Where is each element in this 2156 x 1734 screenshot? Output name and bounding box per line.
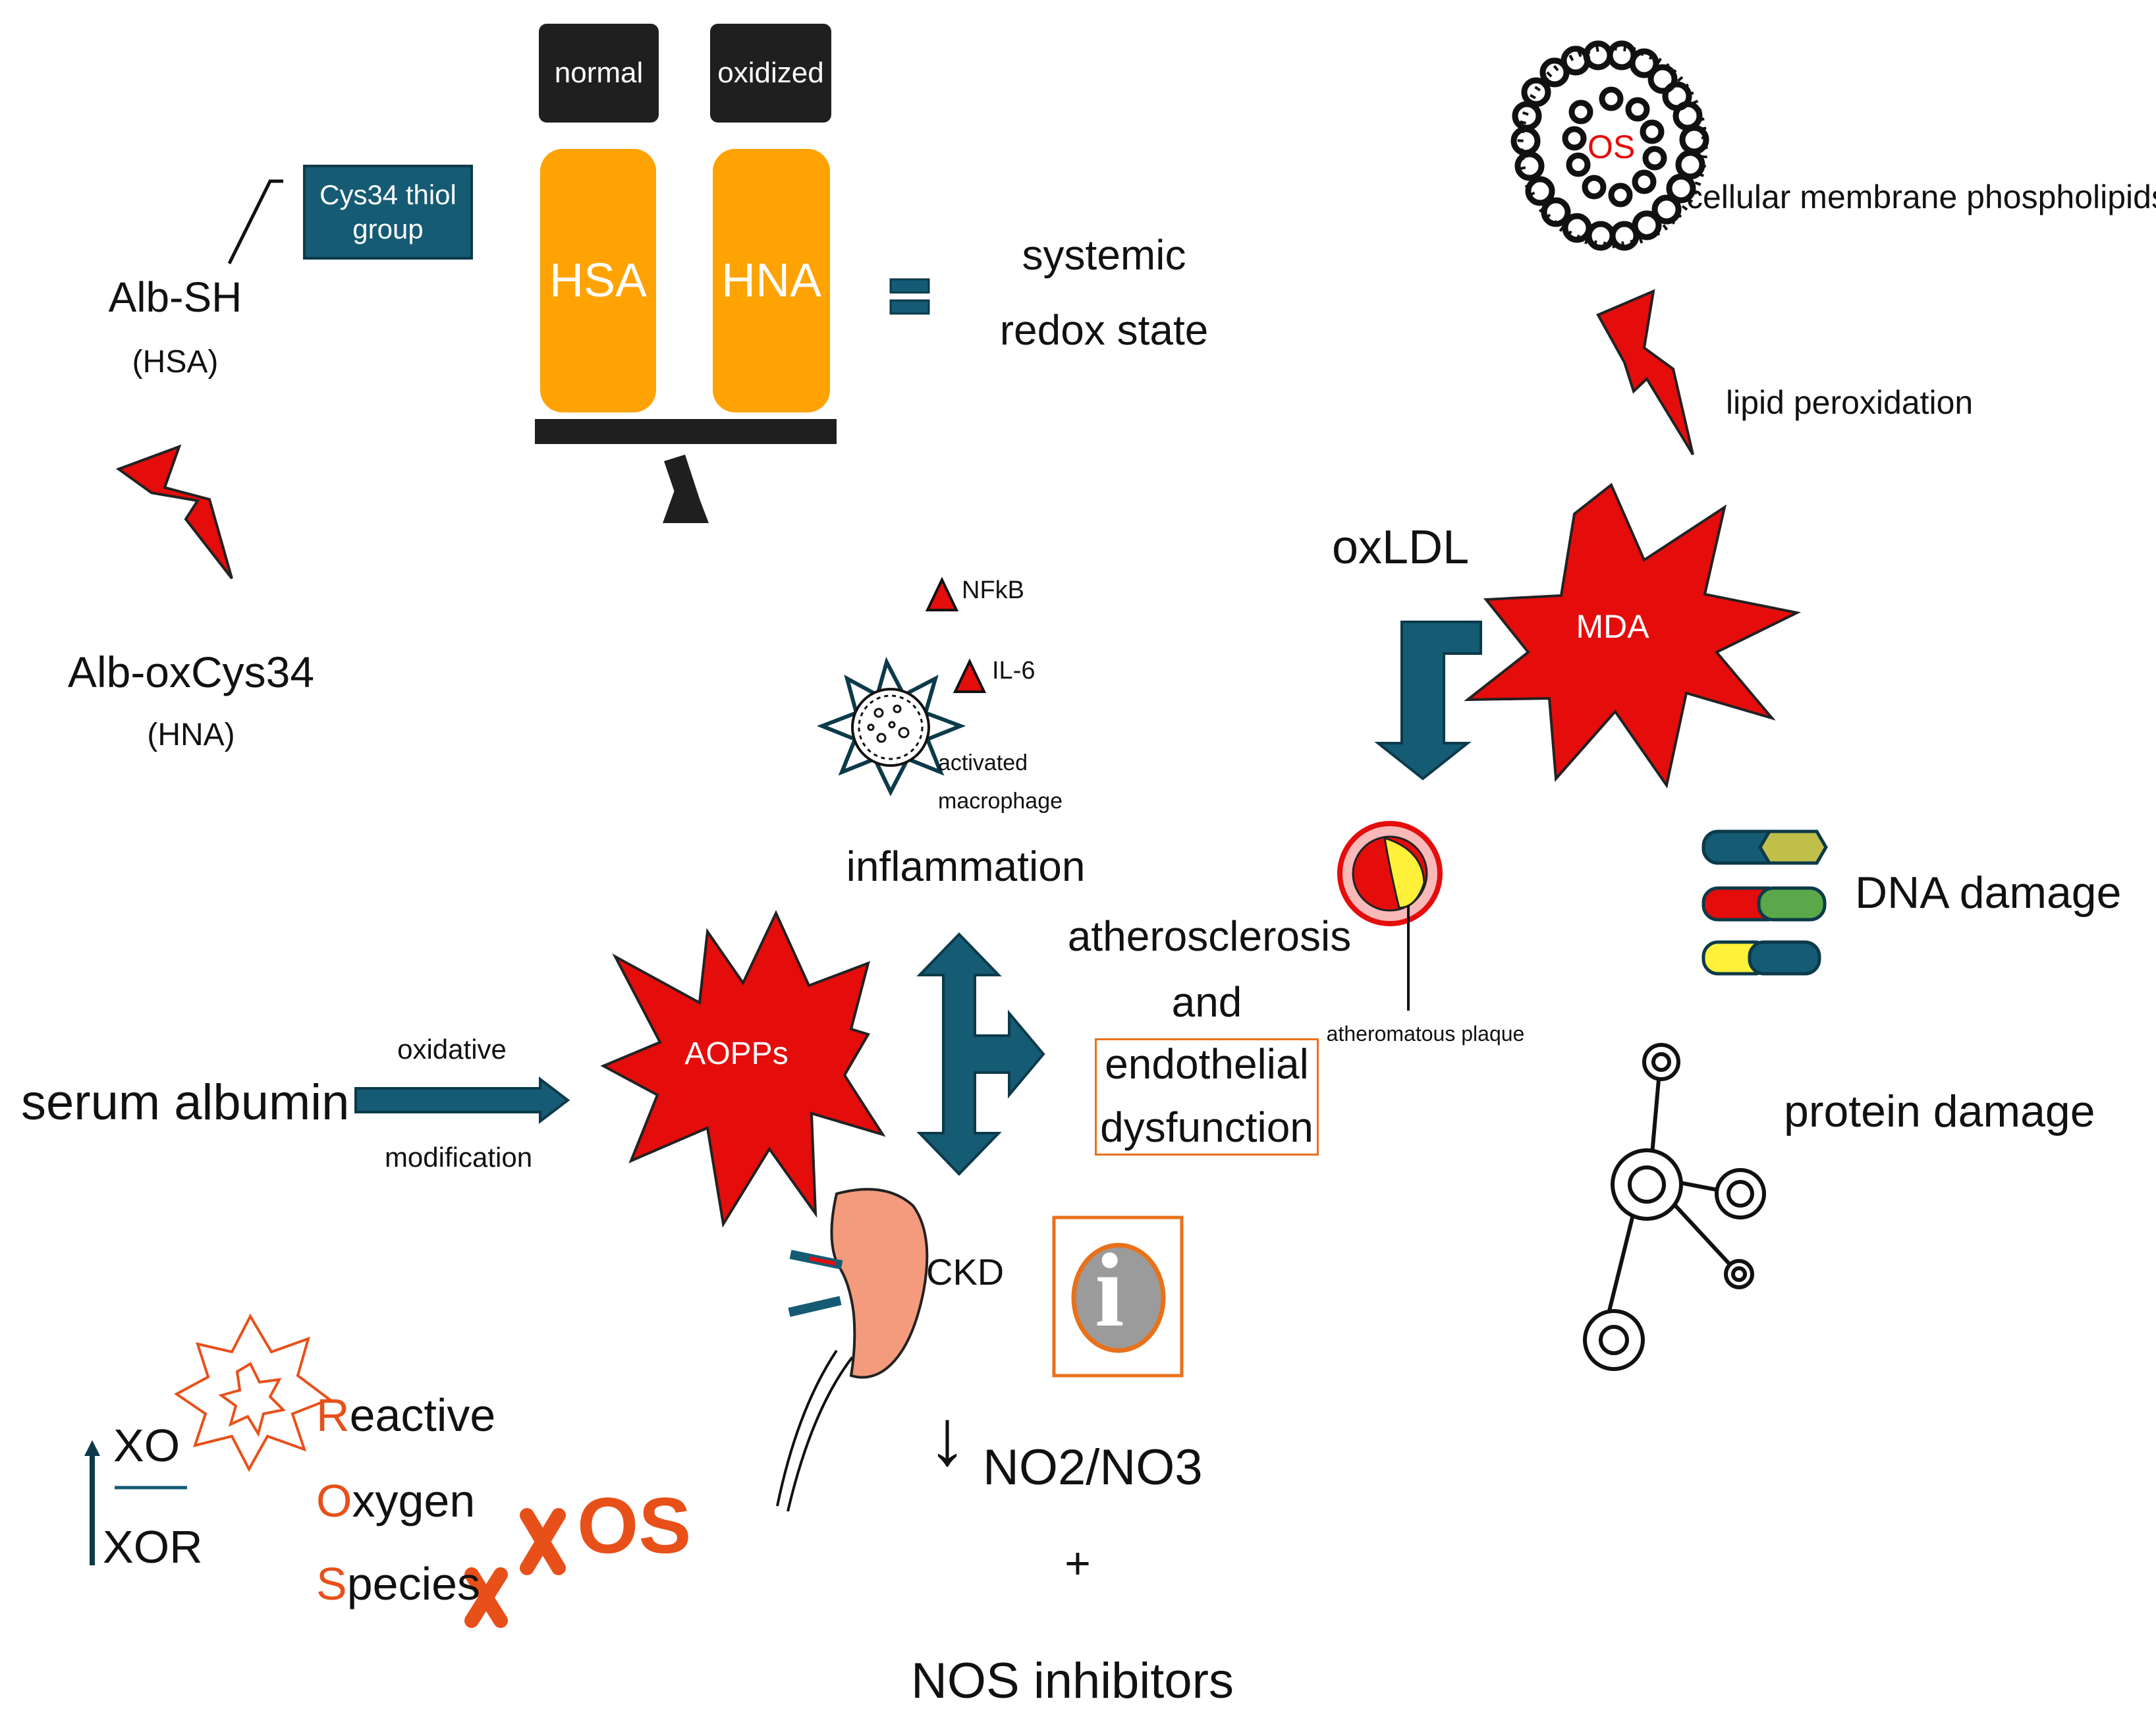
cys34-line1: Cys34 thiol bbox=[319, 179, 456, 210]
membrane-phospholipid-icon bbox=[1510, 40, 1709, 251]
athero-line3: endothelial bbox=[1105, 1040, 1309, 1088]
species-label: Species bbox=[316, 1559, 480, 1609]
os-label: OS bbox=[577, 1482, 692, 1570]
macrophage-label-2: macrophage bbox=[938, 789, 1063, 814]
serum-albumin-label: serum albumin bbox=[21, 1075, 350, 1131]
cys-connector-line bbox=[227, 179, 283, 265]
macrophage-icon bbox=[816, 656, 966, 797]
x-mark-icon bbox=[520, 1508, 566, 1575]
normal-header: normal bbox=[539, 24, 659, 123]
alb-oxcys34-label: Alb-oxCys34 bbox=[67, 648, 315, 696]
kidney-icon bbox=[776, 1188, 929, 1512]
xo-label: XO bbox=[113, 1420, 180, 1471]
lightning-bolt-icon bbox=[1596, 289, 1694, 456]
balance-scale bbox=[535, 419, 837, 523]
no-label: NO2/NO3 bbox=[983, 1440, 1203, 1496]
macrophage-label-1: activated bbox=[938, 750, 1028, 775]
modification-label: modification bbox=[384, 1142, 533, 1173]
cys34-line2: group bbox=[352, 213, 424, 244]
up-triangle-icon bbox=[953, 658, 987, 693]
alb-sh-label: Alb-SH bbox=[108, 273, 242, 321]
protein-damage-icon bbox=[1583, 1043, 1766, 1371]
cys34-thiol-box: Cys34 thiol group bbox=[303, 165, 473, 260]
oxygen-letter: O bbox=[316, 1475, 352, 1526]
oxidized-header: oxidized bbox=[710, 24, 831, 123]
athero-line1: atherosclerosis bbox=[1067, 912, 1352, 960]
lipid-peroxidation-label: lipid peroxidation bbox=[1726, 384, 1974, 421]
os-membrane-label: OS bbox=[1588, 128, 1636, 165]
mda-starburst bbox=[1464, 482, 1802, 789]
aopps-starburst bbox=[600, 910, 886, 1228]
up-arrow-icon bbox=[84, 1440, 100, 1565]
atheromatous-plaque-icon bbox=[1337, 821, 1443, 1011]
athero-line2: and bbox=[1171, 978, 1242, 1026]
oxldl-label: oxLDL bbox=[1332, 521, 1470, 574]
nos-inhibitors-label: NOS inhibitors bbox=[911, 1653, 1234, 1709]
reactive-label: Reactive bbox=[316, 1390, 495, 1441]
bent-arrow-icon bbox=[1374, 621, 1482, 781]
ros-starburst-icon bbox=[174, 1313, 333, 1472]
alb-sh-sub: (HSA) bbox=[132, 345, 219, 379]
oxygen-rest: xygen bbox=[352, 1475, 476, 1526]
reactive-letter: R bbox=[316, 1389, 350, 1441]
info-icon bbox=[1052, 1216, 1184, 1378]
hsa-block: HSA bbox=[540, 149, 656, 412]
info-icon-glyph: i bbox=[1095, 1231, 1124, 1349]
up-triangle-icon bbox=[925, 576, 959, 611]
hna-block: HNA bbox=[713, 149, 830, 412]
nfkb-label: NFkB bbox=[962, 576, 1024, 604]
alb-oxcys34-sub: (HNA) bbox=[147, 717, 235, 752]
oxygen-label: Oxygen bbox=[316, 1476, 475, 1526]
xor-label: XOR bbox=[103, 1521, 203, 1573]
dna-damage-icon bbox=[1701, 829, 1828, 976]
species-rest: pecies bbox=[346, 1558, 481, 1609]
systemic-label: systemic bbox=[1022, 231, 1186, 279]
right-arrow-icon bbox=[354, 1076, 570, 1125]
inflammation-label: inflammation bbox=[846, 843, 1086, 890]
equals-icon bbox=[889, 278, 930, 315]
x-mark-icon bbox=[464, 1567, 508, 1628]
plus-label: + bbox=[1064, 1538, 1091, 1588]
species-letter: S bbox=[316, 1558, 347, 1609]
down-arrow-label: ↓ bbox=[927, 1393, 967, 1482]
endothelial-box bbox=[1095, 1038, 1319, 1156]
dna-damage-label: DNA damage bbox=[1855, 868, 2122, 918]
membrane-label: cellular membrane phospholipids bbox=[1686, 179, 2156, 215]
protein-damage-label: protein damage bbox=[1784, 1086, 2095, 1136]
athero-line4: dysfunction bbox=[1100, 1104, 1313, 1151]
lightning-bolt-icon bbox=[115, 444, 233, 580]
ckd-label: CKD bbox=[926, 1251, 1005, 1293]
redox-state-label: redox state bbox=[999, 306, 1209, 354]
reactive-rest: eactive bbox=[349, 1389, 496, 1441]
plaque-label: atheromatous plaque bbox=[1326, 1022, 1525, 1046]
mda-label: MDA bbox=[1576, 608, 1649, 645]
aopps-label: AOPPs bbox=[684, 1036, 788, 1071]
oxidative-label: oxidative bbox=[397, 1034, 507, 1065]
il6-label: IL-6 bbox=[992, 657, 1036, 685]
three-way-arrow-icon bbox=[916, 932, 1045, 1176]
